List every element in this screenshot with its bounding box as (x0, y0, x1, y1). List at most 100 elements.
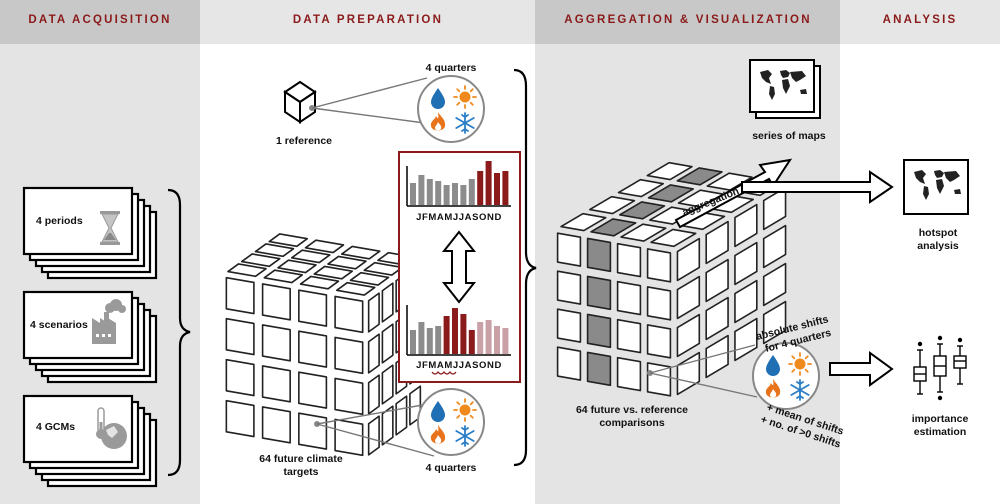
cube-cell (616, 356, 642, 392)
cube-cell (349, 271, 390, 286)
cube-cell (616, 280, 642, 316)
quarters-bottom-label: 4 quarters (426, 462, 477, 474)
cube-cell (367, 333, 380, 374)
importance-label-1: importance (912, 413, 969, 425)
cube-cell (381, 323, 394, 364)
cube-cell (313, 265, 354, 280)
future-targets-label-2: targets (283, 466, 318, 478)
cube-cell (556, 346, 582, 381)
gcms-card-stack: 4 GCMs (22, 394, 158, 488)
cube-cell (646, 161, 693, 181)
month-bar (426, 328, 433, 354)
month-bar (435, 181, 442, 205)
header-data-preparation: DATA PREPARATION (293, 14, 443, 26)
cube-cell (327, 255, 367, 270)
cube-cell (586, 313, 612, 349)
cube-cell (650, 228, 697, 248)
cube-cell (298, 330, 328, 368)
month-bar (477, 322, 484, 354)
cube-cell (734, 317, 758, 362)
thermometer-globe-icon (96, 407, 127, 449)
cube-cell (588, 195, 636, 215)
cube-cell (734, 203, 758, 248)
cube-cell (334, 377, 364, 416)
months-bottom-label: JFMAMJJASOND (416, 360, 502, 371)
month-bar (410, 183, 416, 205)
month-bar (435, 326, 442, 354)
month-bar (418, 322, 425, 354)
header-analysis: ANALYSIS (883, 14, 958, 26)
scenarios-card-stack: 4 scenarios (22, 290, 158, 384)
cube-cell (734, 279, 758, 324)
hotspot-label-2: analysis (917, 240, 959, 252)
map-icon (749, 59, 821, 119)
cube-cell (304, 239, 345, 254)
series-of-maps-label: series of maps (752, 130, 826, 142)
cube-cell (586, 351, 612, 387)
cube-cell (617, 178, 665, 198)
cube-cell (586, 275, 612, 311)
cube-cell (367, 374, 380, 415)
cube-cell (646, 324, 672, 359)
cube-cell (225, 276, 255, 315)
cube-cell (334, 295, 364, 334)
cube-cell (298, 412, 328, 450)
periods-card-stack: 4 periods (22, 186, 158, 280)
hotspot-arrow (741, 170, 894, 204)
cube-cell (268, 233, 309, 248)
gcms-label: 4 GCMs (36, 421, 75, 433)
hotspot-map-icon (903, 159, 969, 215)
month-bar (460, 314, 467, 354)
cube-cell (616, 318, 642, 354)
hotspot-label-1: hotspot (919, 227, 958, 239)
cube-cell (556, 232, 582, 267)
cube-cell (261, 406, 291, 444)
aggregation-arrow-up (674, 158, 793, 229)
cube-cell (340, 245, 381, 260)
cube-cell (299, 275, 340, 290)
cube-cell (762, 262, 787, 307)
cube-cell (290, 249, 331, 264)
month-bar (443, 316, 450, 354)
month-bar (468, 330, 475, 354)
cube-cell (676, 313, 701, 358)
header-aggregation-visualization: AGGREGATION & VISUALIZATION (564, 14, 811, 26)
cube-cell (261, 324, 291, 362)
header-data-acquisition: DATA ACQUISITION (28, 14, 171, 26)
cube-cell (227, 263, 267, 278)
cube-cell (676, 167, 723, 186)
quarters-bottom-circle (418, 389, 484, 455)
month-bar (418, 175, 425, 205)
month-bar (485, 161, 492, 205)
importance-arrow (829, 351, 894, 387)
month-bar (502, 328, 509, 354)
cube-cell (556, 270, 582, 305)
cube-cell (240, 253, 281, 268)
comparisons-label-1: 64 future vs. reference (576, 404, 688, 416)
month-bar (460, 185, 467, 205)
cube-cell (381, 282, 394, 323)
cube-cell (298, 289, 328, 327)
cube-cell (367, 292, 380, 333)
cube-cell (618, 201, 666, 220)
cube-cell (556, 308, 582, 343)
month-bar (477, 171, 484, 205)
quarters-top-circle (418, 76, 484, 142)
cube-cell (381, 405, 394, 446)
cube-cell (381, 364, 394, 405)
cube-cell (560, 212, 607, 232)
month-bar (494, 326, 500, 354)
cube-cell (225, 358, 255, 397)
acquisition-brace (167, 188, 191, 477)
cube-cell (616, 242, 642, 278)
scenarios-label: 4 scenarios (30, 319, 88, 331)
cube-cell (225, 399, 255, 438)
factory-icon (92, 299, 126, 344)
month-bar (443, 185, 450, 205)
cube-cell (676, 351, 701, 396)
cube-cell (367, 415, 380, 456)
cube-cell (705, 220, 729, 265)
shift-wave (431, 371, 457, 375)
future-targets-label-1: 64 future climate (259, 453, 343, 465)
cube-cell (225, 317, 255, 356)
